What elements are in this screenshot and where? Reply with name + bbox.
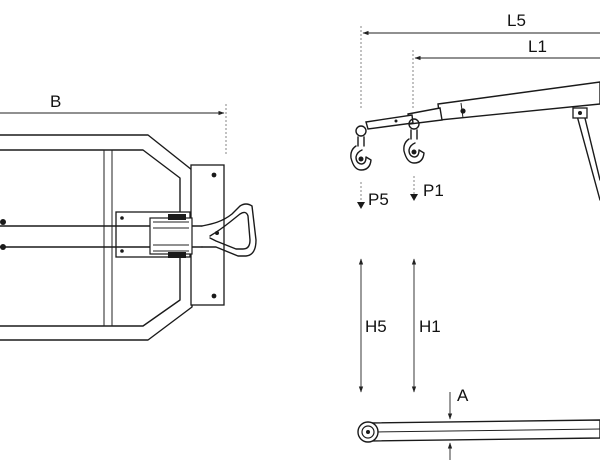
dimension-l1: L1 (412, 37, 600, 110)
mast-plate (190, 164, 225, 306)
label-h5: H5 (365, 317, 387, 336)
hook-p1 (403, 118, 425, 164)
dimension-h5: H5 (358, 258, 387, 393)
dimension-b: B (0, 92, 227, 155)
cross-member (103, 149, 113, 327)
label-p5: P5 (368, 190, 389, 209)
label-l5: L5 (507, 11, 526, 30)
tow-bar-clamp (149, 217, 193, 255)
label-a: A (457, 386, 469, 405)
side-view: L5 L1 (350, 11, 600, 460)
label-l1: L1 (528, 37, 547, 56)
label-b: B (50, 92, 61, 111)
dimension-a: A (447, 386, 469, 460)
hook-p5 (350, 125, 372, 171)
label-h1: H1 (419, 317, 441, 336)
wheel (357, 421, 379, 443)
boom-brace (575, 109, 600, 201)
top-view: B (0, 92, 257, 341)
handle (201, 203, 257, 257)
dimension-l5: L5 (360, 11, 600, 110)
dimension-h1: H1 (411, 258, 441, 393)
label-p1: P1 (423, 181, 444, 200)
